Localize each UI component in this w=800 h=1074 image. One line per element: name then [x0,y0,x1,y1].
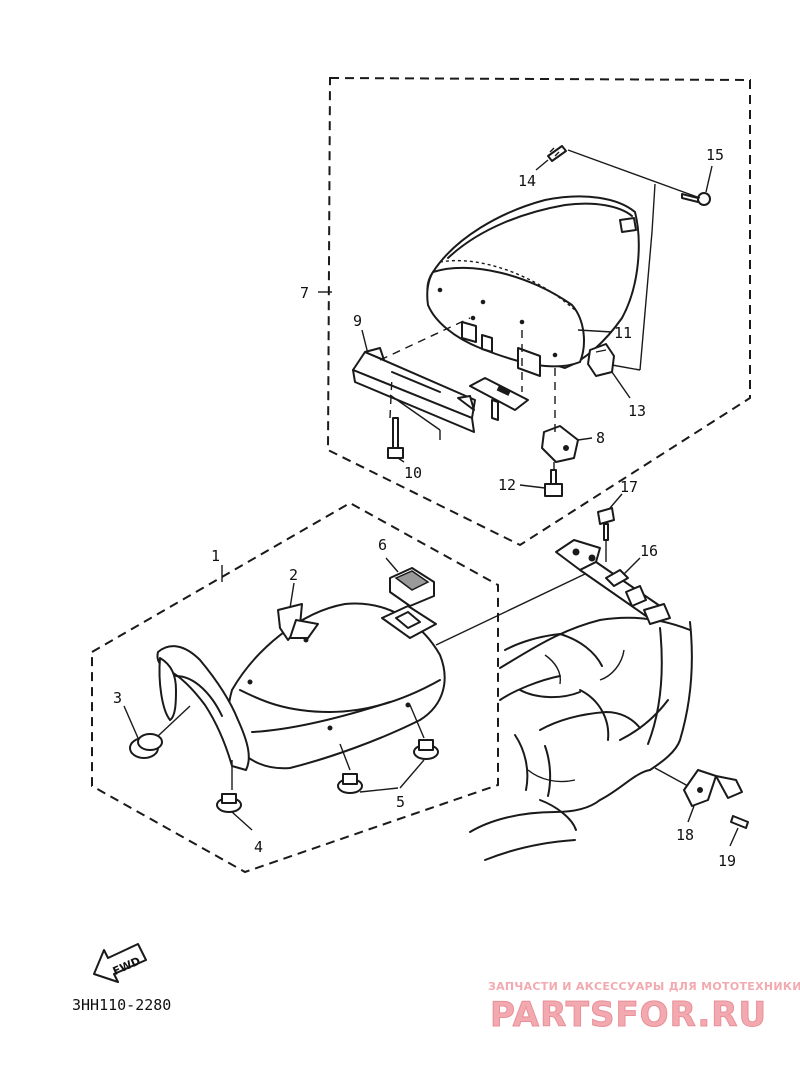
callout-17: 17 [620,478,638,496]
callout-12: 12 [498,476,516,494]
callout-13: 13 [628,402,646,420]
callout-9: 9 [353,312,362,330]
rear-seat-assembly-boundary [326,76,751,547]
frame-outline [469,616,693,861]
fwd-arrow-icon: FWD [93,943,147,983]
grommet-5b [409,704,439,760]
callout-16: 16 [640,542,658,560]
callout-3: 3 [113,689,122,707]
seat-damper-6 [381,567,437,639]
watermark-tagline: ЗАПЧАСТИ И АКСЕССУАРЫ ДЛЯ МОТОТЕХНИКИ [488,980,800,993]
screw-19 [730,815,749,829]
latch-plate [469,377,529,421]
callout-15: 15 [706,146,724,164]
callout-6: 6 [378,536,387,554]
callout-4: 4 [254,838,263,856]
seat-bracket-rail [352,347,476,433]
rear-seat-hook-bracket [587,343,615,377]
callout-19: 19 [718,852,736,870]
grommet-5a [337,743,363,794]
seat-cable-14 [547,145,567,162]
callout-10: 10 [404,464,422,482]
callout-11: 11 [614,324,632,342]
seat-lock-16 [555,539,671,625]
callout-18: 18 [676,826,694,844]
callout-2: 2 [289,566,298,584]
grommet-4 [216,760,242,813]
callout-5: 5 [396,793,405,811]
bolt-10 [387,417,404,459]
rear-seat-pillion [426,195,640,377]
watermark: ЗАПЧАСТИ И АКСЕССУАРЫ ДЛЯ МОТОТЕХНИКИ PA… [488,980,800,1036]
diagram-code: 3HH110-2280 [72,996,171,1014]
damper-3 [129,705,191,759]
watermark-logo: PARTSFOR.RU [490,995,767,1035]
seat-stay-bracket [541,425,579,463]
bolt-12 [544,469,563,497]
seat-tab [277,603,319,641]
callout-8: 8 [596,429,605,447]
front-seat [156,602,446,771]
callout-7: 7 [300,284,309,302]
callout-1: 1 [211,547,220,565]
front-seat-assembly-boundary [91,501,499,874]
callout-14: 14 [518,172,536,190]
bolt-17 [597,507,615,541]
screw-15 [681,192,711,206]
seat-lock-cylinder-18 [654,767,743,807]
